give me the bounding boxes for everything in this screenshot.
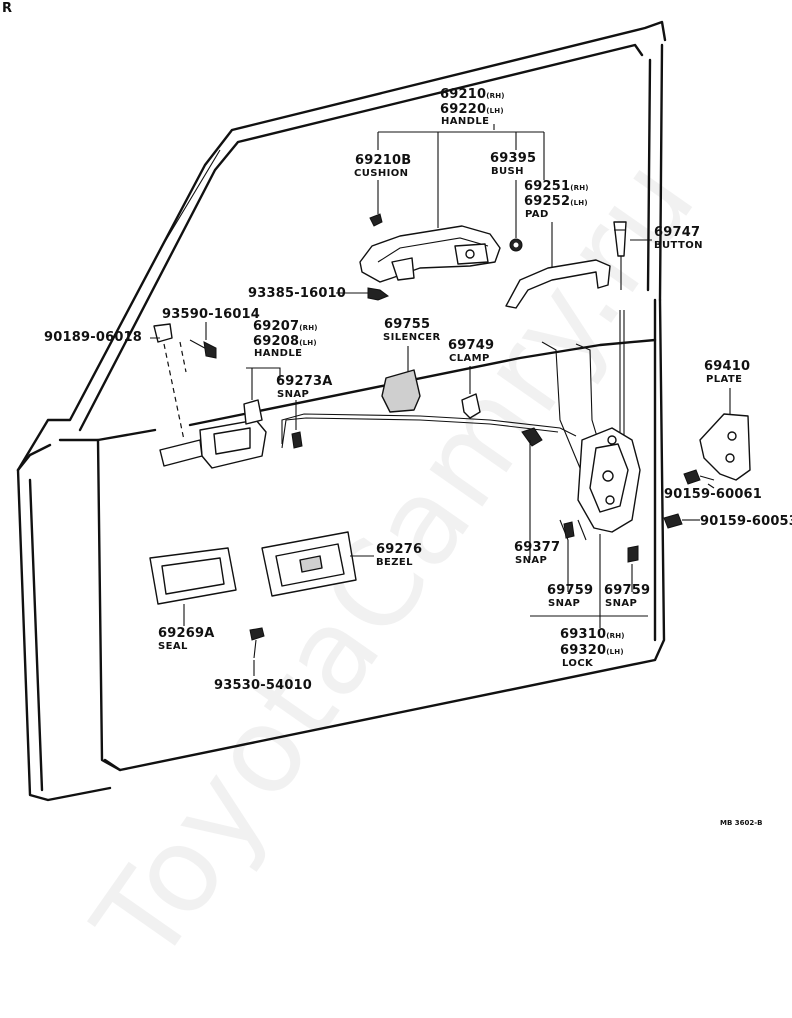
side-lh: (LH) bbox=[570, 199, 588, 207]
part-number: 69320 bbox=[560, 643, 607, 658]
part-number: 69208 bbox=[253, 334, 300, 349]
lock-part bbox=[541, 310, 641, 541]
cushion-name: CUSHION bbox=[354, 168, 409, 179]
seal-part bbox=[149, 547, 237, 605]
handle-snap-part-number: 69273A bbox=[276, 374, 333, 389]
outer-handle-label-lh: 69220(LH) bbox=[440, 103, 504, 116]
inner-handle-part bbox=[159, 399, 267, 469]
cushion-screw-part bbox=[369, 213, 383, 227]
inner-handle-label-lh: 69208(LH) bbox=[253, 335, 317, 348]
leader-lines bbox=[150, 124, 731, 676]
silencer-name: SILENCER bbox=[383, 332, 441, 343]
bezel-part-number: 69276 bbox=[376, 542, 423, 557]
lock-snap1-part-number: 69759 bbox=[547, 583, 594, 598]
outer-handle-label: 69210(RH) bbox=[440, 88, 505, 101]
lock-snaps-part bbox=[563, 521, 639, 563]
inner-handle-name: HANDLE bbox=[254, 348, 303, 359]
handle-snap-part bbox=[291, 431, 303, 449]
part-number: 69252 bbox=[524, 194, 571, 209]
seal-name: SEAL bbox=[158, 641, 188, 652]
button-name: BUTTON bbox=[654, 240, 703, 251]
lock-label-rh: 69310(RH) bbox=[560, 628, 625, 641]
silencer-part-number: 69755 bbox=[384, 317, 431, 332]
side-rh: (RH) bbox=[570, 184, 589, 192]
lock-snap1-name: SNAP bbox=[548, 598, 581, 609]
upper-screw-part-number: 93590-16014 bbox=[162, 307, 261, 322]
pad-part bbox=[505, 259, 611, 309]
bush-name: BUSH bbox=[491, 166, 524, 177]
outer-handle-name: HANDLE bbox=[441, 116, 490, 127]
clamp-name: CLAMP bbox=[449, 353, 490, 364]
plate-name: PLATE bbox=[706, 374, 743, 385]
door-shell bbox=[16, 20, 667, 802]
side-rh: (RH) bbox=[606, 632, 625, 640]
side-lh: (LH) bbox=[486, 107, 504, 115]
bush-part bbox=[509, 238, 523, 252]
side-lh: (LH) bbox=[299, 339, 317, 347]
drawing-code: MB 3602-B bbox=[720, 819, 763, 827]
inner-handle-label-rh: 69207(RH) bbox=[253, 320, 318, 333]
button-part bbox=[613, 221, 627, 290]
bolt-part bbox=[336, 287, 390, 301]
clamp-part bbox=[461, 393, 481, 419]
bezel-part bbox=[261, 531, 357, 597]
rod-snap-part-number: 69377 bbox=[514, 540, 561, 555]
plate-screw1-part-number: 90159-60061 bbox=[664, 487, 763, 502]
seal-part-number: 69269A bbox=[158, 626, 215, 641]
button-part-number: 69747 bbox=[654, 225, 701, 240]
bush-part-number: 69395 bbox=[490, 151, 537, 166]
plate-screws-part bbox=[663, 469, 715, 529]
rod-snap-name: SNAP bbox=[515, 555, 548, 566]
rod-snap-part bbox=[521, 427, 543, 447]
lock-snap2-name: SNAP bbox=[605, 598, 638, 609]
seal-screw-part bbox=[249, 627, 265, 659]
pad-label-rh: 69251(RH) bbox=[524, 180, 589, 193]
bolt-part-number: 93385-16010 bbox=[248, 286, 347, 301]
side-rh: (RH) bbox=[486, 92, 505, 100]
nut-part-number: 90189-06018 bbox=[44, 330, 143, 345]
part-number: 69251 bbox=[524, 179, 571, 194]
corner-mark: R bbox=[2, 1, 13, 16]
lock-label-lh: 69320(LH) bbox=[560, 644, 624, 657]
plate-part-number: 69410 bbox=[704, 359, 751, 374]
bezel-name: BEZEL bbox=[376, 557, 413, 568]
part-number: 69210 bbox=[440, 87, 487, 102]
cushion-part-number: 69210B bbox=[355, 153, 412, 168]
part-number: 69207 bbox=[253, 319, 300, 334]
side-rh: (RH) bbox=[299, 324, 318, 332]
pad-name: PAD bbox=[525, 209, 549, 220]
lock-name: LOCK bbox=[562, 658, 594, 669]
side-lh: (LH) bbox=[606, 648, 624, 656]
clamp-part-number: 69749 bbox=[448, 338, 495, 353]
lock-snap2-part-number: 69759 bbox=[604, 583, 651, 598]
part-number: 69220 bbox=[440, 102, 487, 117]
handle-snap-name: SNAP bbox=[277, 389, 310, 400]
rod-part bbox=[281, 413, 577, 449]
silencer-part bbox=[381, 369, 421, 413]
plate-part bbox=[699, 413, 751, 481]
outer-handle-part bbox=[359, 225, 501, 283]
plate-screw2-part-number: 90159-60053 bbox=[700, 514, 792, 529]
part-number: 69310 bbox=[560, 627, 607, 642]
seal-screw-part-number: 93530-54010 bbox=[214, 678, 313, 693]
pad-label-lh: 69252(LH) bbox=[524, 195, 588, 208]
